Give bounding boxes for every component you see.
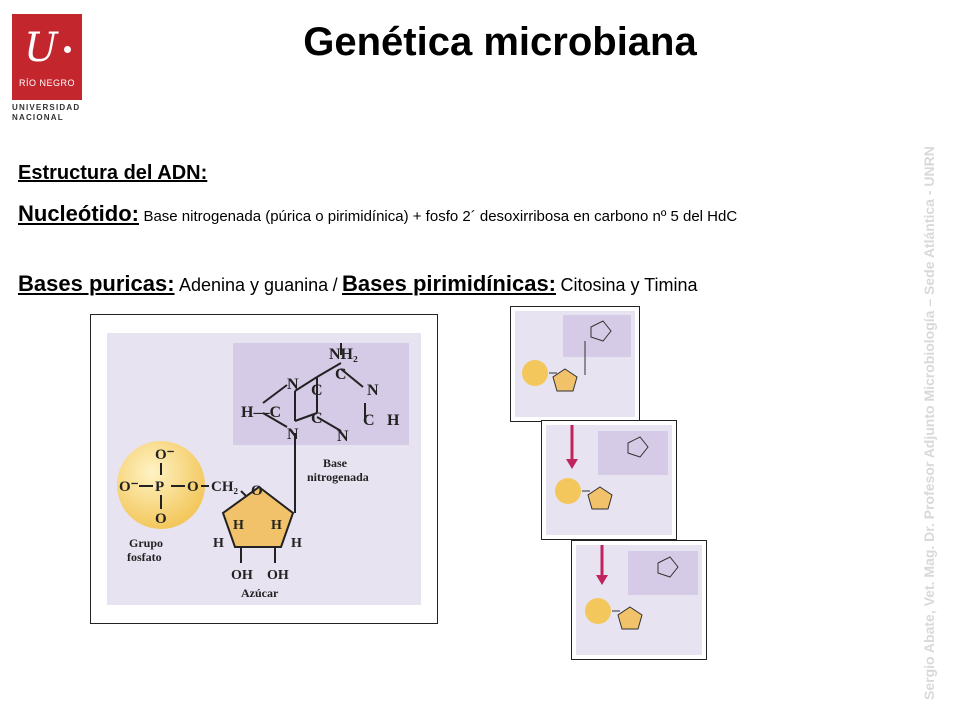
o-label-bottom: O xyxy=(155,511,167,527)
o-label-right: O xyxy=(187,479,199,495)
bases-separator: / xyxy=(332,275,338,295)
page-title: Genética microbiana xyxy=(303,20,697,64)
arrow-head-2 xyxy=(596,575,608,585)
logo-rio-negro: RÍO NEGRO xyxy=(18,78,75,88)
base-box xyxy=(233,343,409,445)
nucleotide-small-1 xyxy=(510,306,640,422)
sugar-ring xyxy=(221,485,295,548)
sugar-h-4: H xyxy=(291,536,302,551)
nucleotido-label: Nucleótido: xyxy=(18,201,139,226)
pirimidina-label: Bases pirimidínicas: xyxy=(342,271,557,296)
bases-line: Bases puricas: Adenina y guanina / Bases… xyxy=(18,271,698,297)
logo-dot xyxy=(64,46,71,53)
nucleotido-text: Base nitrogenada (púrica o pirimidínica)… xyxy=(143,208,738,225)
purica-text: Adenina y guanina xyxy=(178,275,329,295)
n-label-1: N xyxy=(367,382,379,399)
base-label-2: nitrogenada xyxy=(307,470,369,484)
o-minus-top: O⁻ xyxy=(155,447,175,463)
sugar-o-label: O xyxy=(251,483,263,499)
nucleotide-small-diagram-1 xyxy=(515,311,635,417)
grupo-label: Grupo xyxy=(129,536,163,550)
n-label-2: N xyxy=(337,428,349,445)
oh-label-2: OH xyxy=(267,568,289,583)
h-label-1: H xyxy=(387,412,400,429)
c-label-4: C xyxy=(311,410,323,427)
nh2-label: NH₂ xyxy=(329,346,358,363)
nucleotide-small-3 xyxy=(571,540,707,660)
nucleotide-figure: NH₂ C N C H N C C N N H—C Base nitrogena… xyxy=(90,314,438,624)
c-label-1: C xyxy=(335,366,347,383)
nucleotide-diagram: NH₂ C N C H N C C N N H—C Base nitrogena… xyxy=(107,333,421,605)
arrow-head-1 xyxy=(566,459,578,469)
nucleotide-small-diagram-2 xyxy=(546,425,672,535)
sugar-h-1: H xyxy=(233,518,244,533)
logo-letter: U xyxy=(24,25,58,71)
logo-universidad: UNIVERSIDAD xyxy=(12,103,81,112)
c-label-3: C xyxy=(311,382,323,399)
base-label-1: Base xyxy=(323,456,348,470)
nucleotide-small-2 xyxy=(541,420,677,540)
purica-label: Bases puricas: xyxy=(18,271,175,296)
n-label-3: N xyxy=(287,376,299,393)
p-label: P xyxy=(155,479,164,495)
nucleotide-small-diagram-3 xyxy=(576,545,702,655)
sugar-h-3: H xyxy=(213,536,224,551)
sugar-h-2: H xyxy=(271,518,282,533)
logo-emblem: U RÍO NEGRO xyxy=(12,14,82,100)
pirimidina-text: Citosina y Timina xyxy=(560,275,698,295)
n-label-4: N xyxy=(287,426,299,443)
fosfato-label: fosfato xyxy=(127,550,162,564)
azucar-label: Azúcar xyxy=(241,586,279,600)
ch2-label: CH₂ xyxy=(211,479,239,495)
c-label-2: C xyxy=(363,412,375,429)
nucleotido-line: Nucleótido: Base nitrogenada (púrica o p… xyxy=(18,201,737,227)
logo-nacional: NACIONAL xyxy=(12,113,64,122)
estructura-heading: Estructura del ADN: xyxy=(18,162,208,184)
oh-label-1: OH xyxy=(231,568,253,583)
hc-label: H—C xyxy=(241,404,281,421)
phosphate-sphere xyxy=(117,441,205,529)
author-sidebar: Sergio Abate, Vet. Mag. Dr. Profesor Adj… xyxy=(921,146,937,700)
university-logo: U RÍO NEGRO UNIVERSIDAD NACIONAL xyxy=(12,14,84,124)
o-minus-left: O⁻ xyxy=(119,479,139,495)
